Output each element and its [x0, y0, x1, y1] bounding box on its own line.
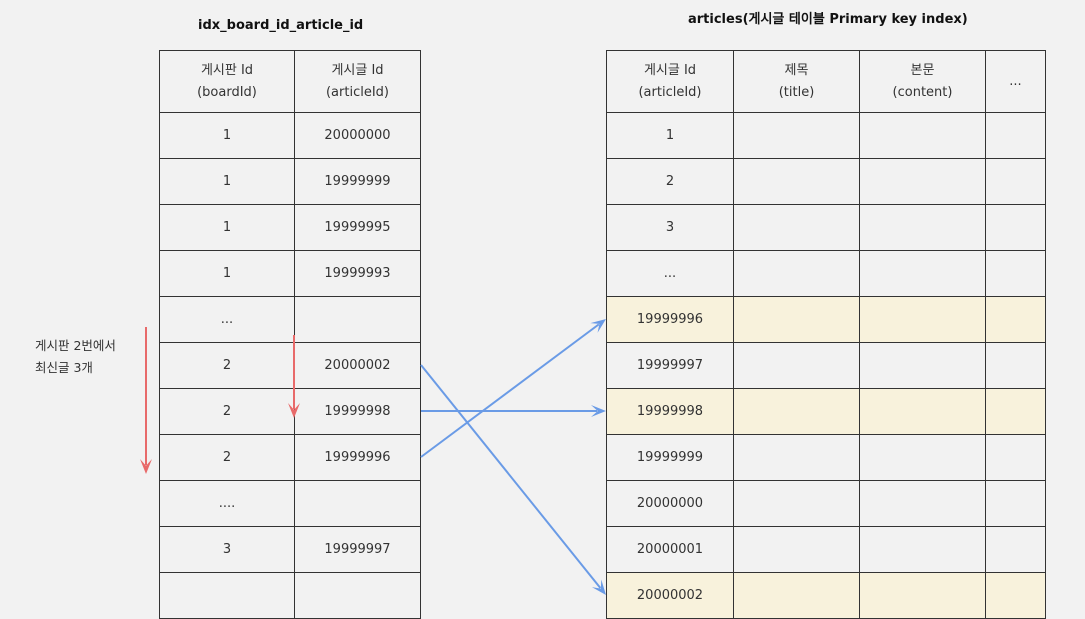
article-id-cell: [294, 296, 421, 343]
header-more-line1: ...: [1009, 73, 1022, 89]
content-cell: [859, 388, 986, 435]
article-id-cell: [294, 480, 421, 527]
board-id-cell: 1: [159, 250, 295, 297]
header-content: 본문 (content): [859, 50, 986, 113]
index-table-title: idx_board_id_article_id: [198, 18, 364, 33]
article-id-cell: 19999998: [294, 388, 421, 435]
header-content-line1: 본문: [910, 62, 935, 78]
board-id-cell: 2: [159, 434, 295, 481]
article-row: 19999998: [606, 388, 1046, 435]
article-id-cell: 19999996: [606, 296, 734, 343]
board-id-cell: ....: [159, 480, 295, 527]
article-row: 20000000: [606, 480, 1046, 527]
more-cell: [985, 480, 1046, 527]
scan-arrow-inner-head: [288, 403, 300, 418]
article-id-cell: 20000002: [294, 342, 421, 389]
header-title-line1: 제목: [784, 62, 809, 78]
article-id-cell: ...: [606, 250, 734, 297]
header-title-line2: (title): [778, 84, 815, 100]
article-id-cell: 19999997: [294, 526, 421, 573]
article-id-cell: 20000001: [606, 526, 734, 573]
article-id-cell: 19999998: [606, 388, 734, 435]
index-table: 게시판 Id (boardId) 게시글 Id (articleId) 1 2000000…: [159, 50, 421, 619]
content-cell: [859, 250, 986, 297]
article-id-cell: 20000000: [294, 112, 421, 159]
scan-note-line2: 최신글 3개: [35, 360, 93, 375]
header-article-id: 게시글 Id (articleId): [294, 50, 421, 113]
title-cell: [733, 480, 860, 527]
scan-arrow-outer-head: [140, 459, 152, 474]
header-article-id: 게시글 Id (articleId): [606, 50, 734, 113]
board-id-cell: 1: [159, 204, 295, 251]
header-article-id-line2: (articleId): [325, 84, 389, 100]
header-article-id-line2: (articleId): [638, 84, 702, 100]
articles-table-title: articles(게시글 테이블 Primary key index): [688, 12, 968, 27]
index-row: ...: [159, 296, 421, 343]
article-id-cell: 3: [606, 204, 734, 251]
article-row: 19999996: [606, 296, 1046, 343]
header-title: 제목 (title): [733, 50, 860, 113]
lookup-arrow-1-head: [591, 579, 606, 595]
content-cell: [859, 480, 986, 527]
title-cell: [733, 526, 860, 573]
title-cell: [733, 388, 860, 435]
board-id-cell: ...: [159, 296, 295, 343]
article-id-cell: 19999995: [294, 204, 421, 251]
scan-note: 게시판 2번에서 최신글 3개: [35, 335, 116, 379]
article-row: 3: [606, 204, 1046, 251]
header-more: ...: [985, 50, 1046, 113]
board-id-cell: 3: [159, 526, 295, 573]
lookup-arrow-3-line: [420, 323, 600, 458]
index-header-row: 게시판 Id (boardId) 게시글 Id (articleId): [159, 50, 421, 113]
header-board-id-line1: 게시판 Id: [200, 62, 254, 78]
scan-note-line1: 게시판 2번에서: [35, 338, 116, 353]
articles-header-row: 게시글 Id (articleId) 제목 (title) 본문 (content)...: [606, 50, 1046, 113]
article-row: 19999999: [606, 434, 1046, 481]
header-article-id-line1: 게시글 Id: [331, 62, 384, 78]
index-row: ....: [159, 480, 421, 527]
board-id-cell: 2: [159, 342, 295, 389]
lookup-arrow-3-head: [590, 319, 606, 333]
more-cell: [985, 296, 1046, 343]
article-row: 1: [606, 112, 1046, 159]
more-cell: [985, 526, 1046, 573]
lookup-arrow-1-line: [420, 364, 602, 589]
article-id-cell: 19999999: [294, 158, 421, 205]
title-cell: [733, 158, 860, 205]
lookup-arrow-2-head: [591, 405, 606, 417]
article-row: ...: [606, 250, 1046, 297]
articles-table: 게시글 Id (articleId) 제목 (title) 본문 (content)...…: [606, 50, 1046, 619]
header-board-id: 게시판 Id (boardId): [159, 50, 295, 113]
article-id-cell: 19999997: [606, 342, 734, 389]
article-id-cell: 19999996: [294, 434, 421, 481]
header-content-line2: (content): [892, 84, 953, 100]
content-cell: [859, 158, 986, 205]
title-cell: [733, 204, 860, 251]
content-cell: [859, 204, 986, 251]
title-cell: [733, 296, 860, 343]
article-id-cell: 1: [606, 112, 734, 159]
more-cell: [985, 434, 1046, 481]
content-cell: [859, 296, 986, 343]
content-cell: [859, 434, 986, 481]
more-cell: [985, 342, 1046, 389]
article-row: 20000001: [606, 526, 1046, 573]
title-cell: [733, 250, 860, 297]
article-id-cell: 20000000: [606, 480, 734, 527]
board-id-cell: 2: [159, 388, 295, 435]
more-cell: [985, 388, 1046, 435]
more-cell: [985, 204, 1046, 251]
header-board-id-line2: (boardId): [197, 84, 257, 100]
header-article-id-line1: 게시글 Id: [643, 62, 697, 78]
